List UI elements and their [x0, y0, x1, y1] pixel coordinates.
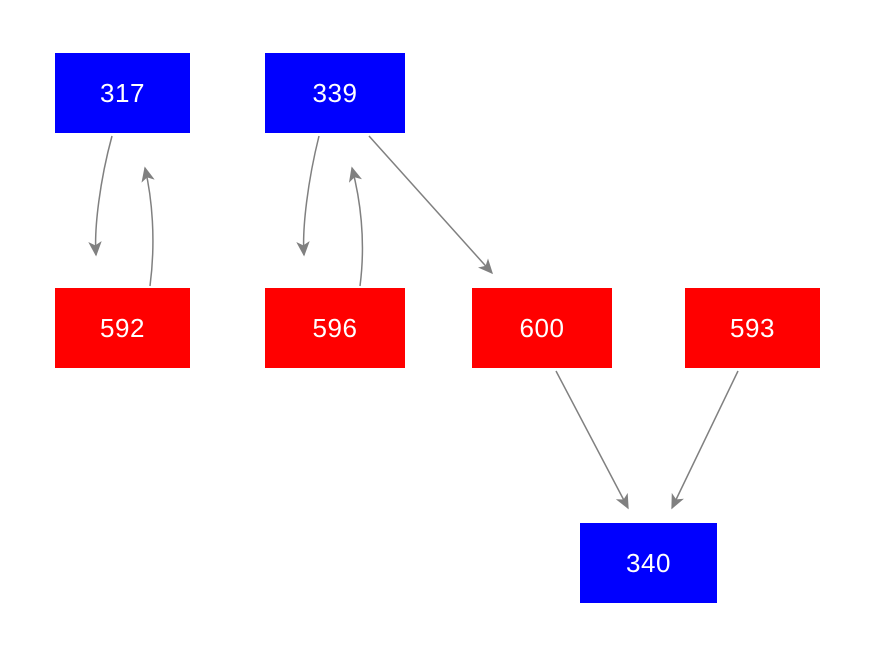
node-340-label: 340: [626, 548, 671, 578]
edge-593-to-340: [671, 370, 739, 510]
node-317-label: 317: [100, 78, 145, 108]
node-596-label: 596: [312, 313, 358, 343]
node-339-label: 339: [312, 78, 358, 108]
edge-339-to-600: [368, 135, 494, 275]
node-600[interactable]: 600: [472, 288, 612, 368]
edge-592-to-317: [141, 166, 155, 287]
node-593-label: 593: [730, 313, 775, 343]
node-592-label: 592: [100, 313, 145, 343]
node-339[interactable]: 339: [265, 53, 405, 133]
node-317[interactable]: 317: [55, 53, 190, 133]
node-596[interactable]: 596: [265, 288, 405, 368]
edge-596-to-339: [348, 166, 364, 287]
edge-600-to-340: [555, 370, 629, 510]
node-593[interactable]: 593: [685, 288, 820, 368]
node-600-label: 600: [519, 313, 565, 343]
edge-317-to-592: [88, 135, 113, 257]
node-340[interactable]: 340: [580, 523, 717, 603]
edge-339-to-596: [296, 135, 320, 257]
node-592[interactable]: 592: [55, 288, 190, 368]
